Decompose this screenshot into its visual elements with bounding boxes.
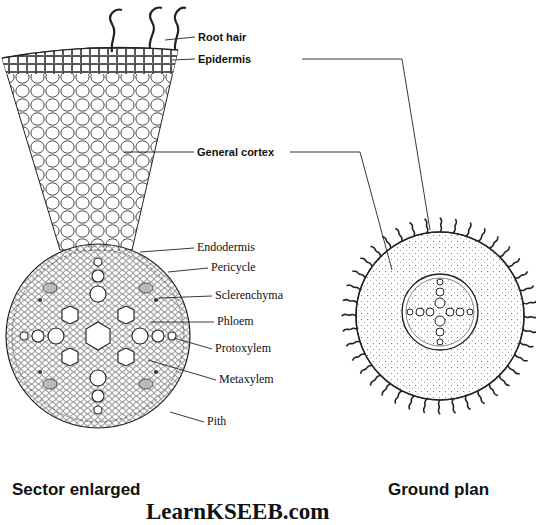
root-hair bbox=[515, 271, 528, 278]
root-hair bbox=[343, 300, 357, 303]
xylem-vessels bbox=[20, 258, 176, 414]
root-hair bbox=[440, 218, 442, 232]
endodermis-ring bbox=[12, 250, 184, 422]
root-hair bbox=[520, 286, 534, 291]
root-hair bbox=[453, 219, 456, 233]
root-hair bbox=[452, 399, 455, 413]
root-hair bbox=[360, 365, 372, 373]
root-hair bbox=[523, 301, 536, 304]
root-hair bbox=[342, 314, 356, 316]
root-hair bbox=[515, 354, 528, 361]
epidermis-outline bbox=[356, 232, 524, 400]
cortex-sector bbox=[0, 40, 180, 250]
root-hair bbox=[370, 246, 380, 256]
root-hair bbox=[478, 391, 485, 404]
root-hair bbox=[395, 228, 402, 241]
root-hair bbox=[499, 246, 509, 256]
root-hair bbox=[346, 285, 360, 290]
label: Sclerenchyma bbox=[215, 289, 283, 302]
label: Pericycle bbox=[211, 261, 256, 274]
root-hair bbox=[343, 328, 357, 331]
sclerenchyma-patch bbox=[38, 298, 158, 374]
cortex-region bbox=[356, 232, 524, 400]
phloem-patch bbox=[43, 283, 153, 389]
label: Root hair bbox=[198, 31, 246, 43]
watermark: LearnKSEEB.com bbox=[146, 499, 329, 524]
leader-line bbox=[124, 37, 430, 422]
root-hair bbox=[424, 399, 427, 413]
root-hair bbox=[489, 384, 497, 396]
root-hair bbox=[466, 396, 471, 410]
ground-plan bbox=[342, 218, 536, 415]
label: Phloem bbox=[217, 315, 254, 328]
label: Endodermis bbox=[197, 241, 255, 254]
stele bbox=[6, 244, 190, 428]
root-hair bbox=[352, 271, 365, 278]
xylem-vessels bbox=[407, 279, 473, 345]
figure-title: Ground plan bbox=[388, 481, 489, 500]
root-hair bbox=[425, 219, 428, 233]
root-hair bbox=[508, 365, 520, 373]
root-hair bbox=[395, 391, 402, 404]
root-hair bbox=[523, 329, 536, 332]
root-hair bbox=[524, 316, 536, 318]
root-hair bbox=[352, 354, 365, 361]
figure-title: Sector enlarged bbox=[12, 481, 141, 500]
root-hair bbox=[410, 222, 415, 236]
root-hair bbox=[466, 222, 471, 236]
stele-outline bbox=[402, 274, 478, 350]
root-hair bbox=[342, 218, 536, 415]
label: General cortex bbox=[197, 146, 274, 158]
root-hair bbox=[438, 400, 440, 414]
root-hair bbox=[409, 396, 414, 410]
label: Metaxylem bbox=[219, 373, 274, 386]
root-hair bbox=[346, 342, 360, 347]
root-hair bbox=[370, 375, 380, 385]
label: Epidermis bbox=[198, 53, 251, 65]
root-hair bbox=[110, 8, 186, 52]
root-hair bbox=[360, 258, 372, 266]
root-hair bbox=[499, 375, 509, 385]
epidermis-layer bbox=[0, 40, 180, 74]
root-hair bbox=[489, 236, 497, 248]
root-hair bbox=[478, 228, 485, 241]
root-hair bbox=[508, 258, 520, 266]
label: Protoxylem bbox=[215, 342, 271, 355]
root-hair bbox=[520, 342, 534, 347]
label: Pith bbox=[207, 415, 226, 428]
root-hair bbox=[382, 384, 390, 396]
